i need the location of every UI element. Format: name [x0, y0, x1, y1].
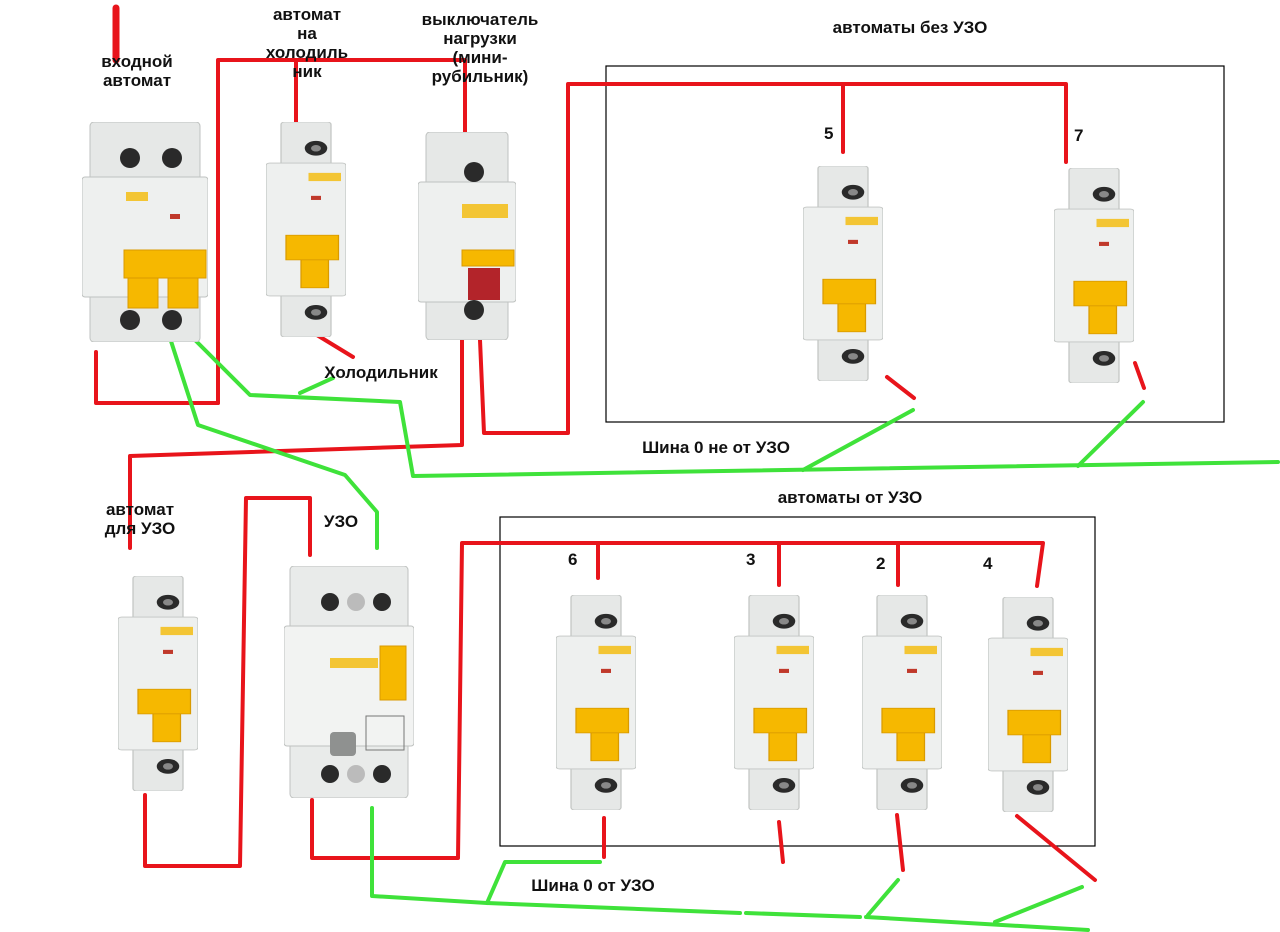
neutral-b4: [993, 885, 1084, 924]
phase-out-b5: [885, 375, 916, 400]
load-switch-icon: [418, 132, 516, 340]
phase-out-b4: [1015, 814, 1097, 882]
neutral-rcd-bus: [370, 806, 1090, 932]
neutral-b7: [1076, 400, 1145, 468]
input-breaker: [82, 122, 208, 342]
neutral-b5: [801, 408, 915, 472]
number-3: 3: [746, 550, 756, 569]
circuit-breaker-icon: [988, 597, 1068, 812]
circuit-breaker-icon: [118, 576, 198, 791]
phase-rcd-breaker-out: [143, 496, 312, 868]
circuit-breaker-icon: [1054, 168, 1134, 383]
label-input-breaker: входной автомат: [101, 52, 173, 90]
phase-input-out: [94, 350, 220, 405]
breaker-5: [803, 166, 883, 381]
label-fridge-breaker: автомат на холодиль ник: [265, 5, 349, 81]
circuit-breaker-icon: [803, 166, 883, 381]
number-4: 4: [983, 554, 993, 573]
phase-out-b3: [777, 820, 785, 864]
label-fridge: Холодильник: [324, 363, 438, 382]
phase-switch-out: [478, 82, 1068, 435]
circuit-breaker-icon: [82, 122, 208, 342]
label-bus-no-rcd: Шина 0 не от УЗО: [642, 438, 790, 457]
phase-out-b2: [895, 813, 905, 872]
rcd-device-icon: [284, 566, 414, 798]
number-2: 2: [876, 554, 886, 573]
phase-out-b7: [1133, 361, 1146, 390]
number-7: 7: [1074, 126, 1084, 145]
breaker-6: [556, 595, 636, 810]
number-5: 5: [824, 124, 834, 143]
breaker-7: [1054, 168, 1134, 383]
breaker-2: [862, 595, 942, 810]
phase-top-bus: [216, 58, 467, 405]
label-breaker-for-rcd: автомат для УЗО: [104, 500, 176, 538]
breaker-for-rcd: [118, 576, 198, 791]
rcd-device: [284, 566, 414, 798]
circuit-breaker-icon: [862, 595, 942, 810]
frame-rcd: [499, 516, 1096, 847]
label-group-no-rcd: автоматы без УЗО: [832, 18, 988, 37]
number-6: 6: [568, 550, 578, 569]
circuit-breaker-icon: [266, 122, 346, 337]
neutral-fridge: [298, 376, 335, 395]
load-switch: [418, 132, 516, 340]
fridge-breaker: [266, 122, 346, 337]
breaker-4: [988, 597, 1068, 812]
circuit-breaker-icon: [734, 595, 814, 810]
neutral-input-to-rcd: [168, 336, 379, 550]
phase-rcd-out: [310, 541, 1045, 860]
phase-to-rcd-breaker: [128, 338, 464, 550]
label-bus-rcd: Шина 0 от УЗО: [531, 876, 655, 895]
neutral-b6: [485, 860, 602, 905]
label-rcd: УЗО: [323, 512, 359, 531]
neutral-input-to-bus: [188, 333, 1280, 478]
frame-no-rcd: [605, 65, 1225, 423]
breaker-3: [734, 595, 814, 810]
label-group-rcd: автоматы от УЗО: [777, 488, 923, 507]
circuit-breaker-icon: [556, 595, 636, 810]
neutral-b2: [866, 878, 900, 917]
label-load-switch: выключатель нагрузки (мини- рубильник): [421, 10, 539, 86]
